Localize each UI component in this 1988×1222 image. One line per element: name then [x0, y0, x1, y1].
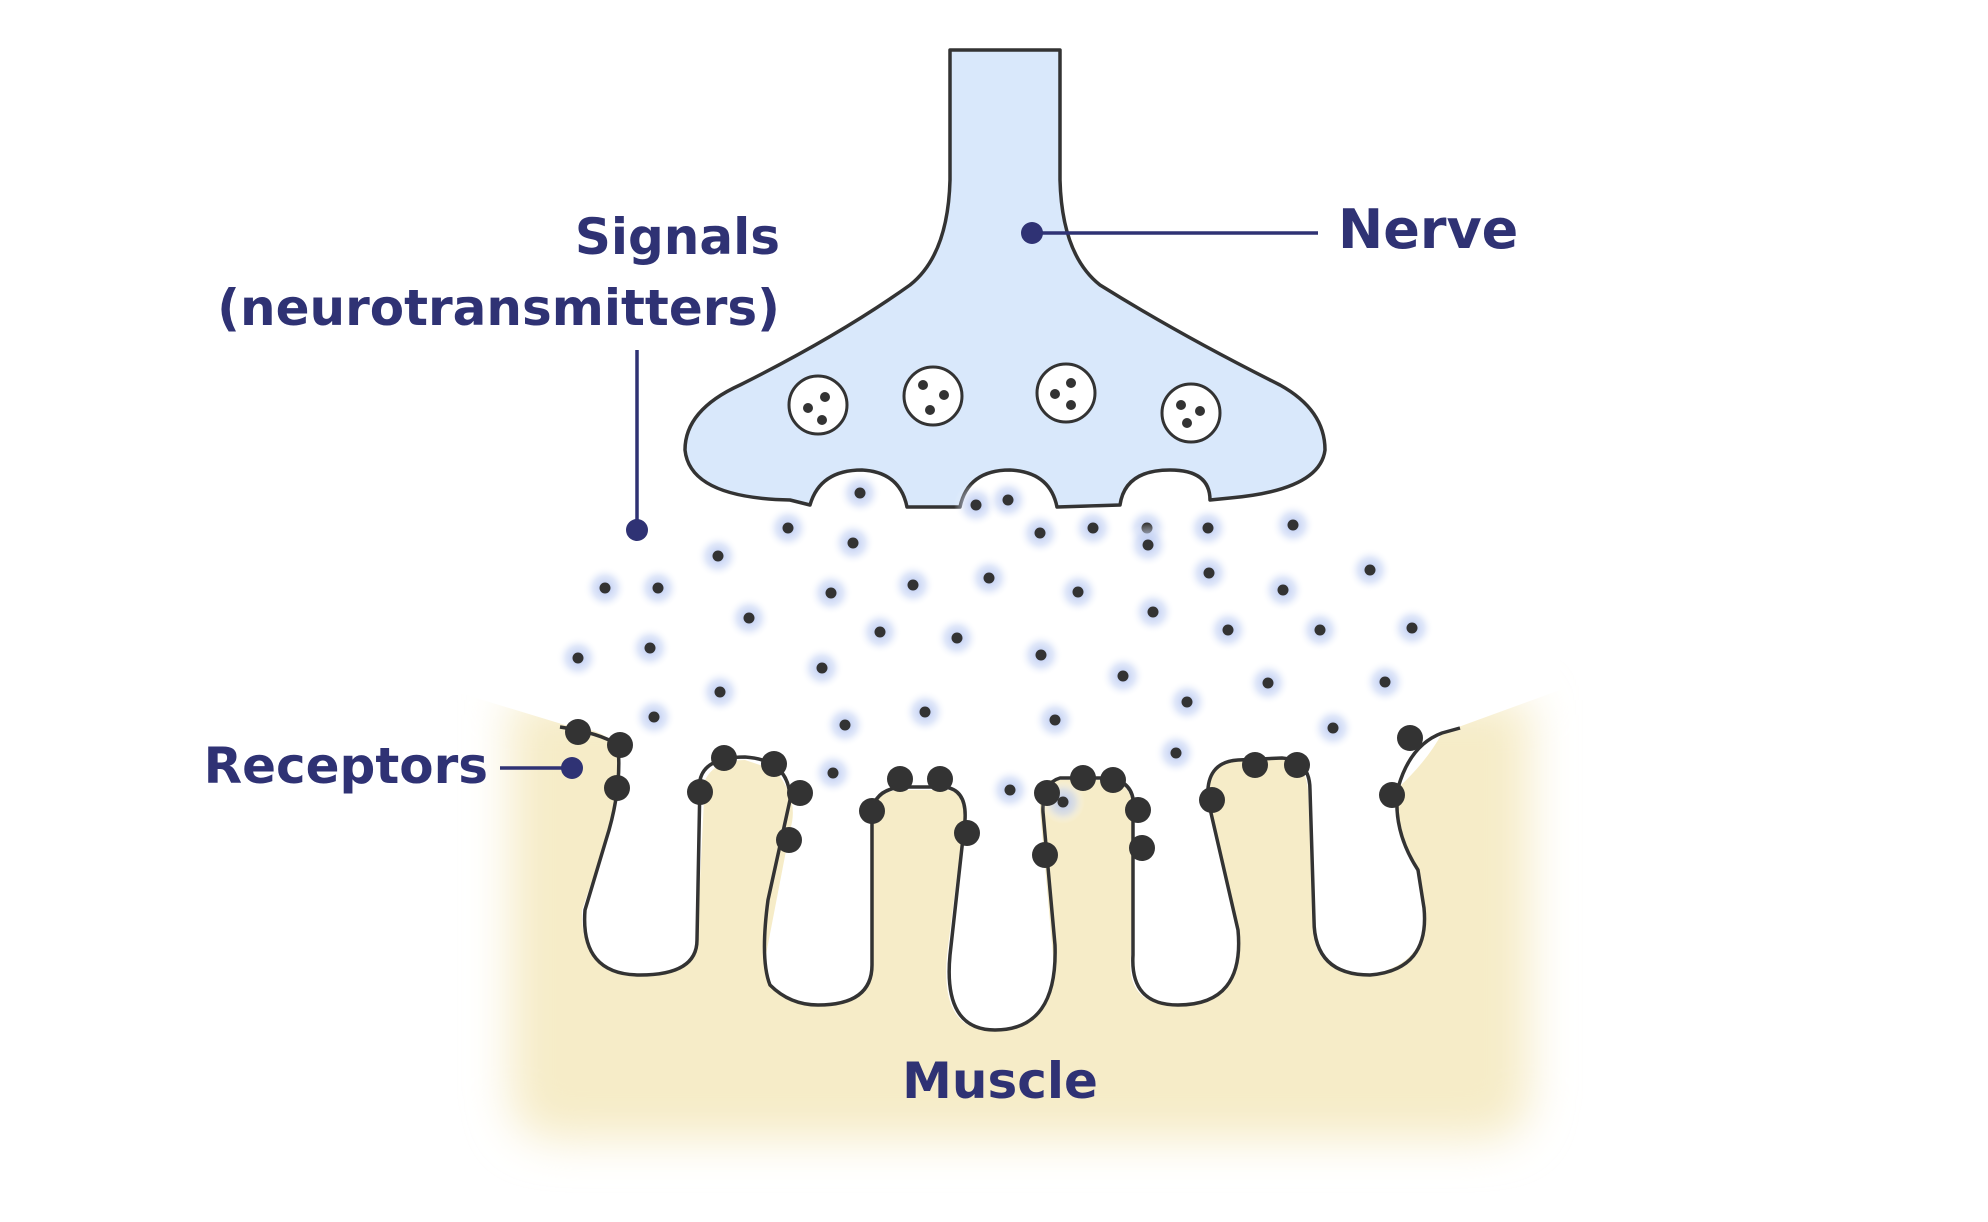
neurotransmitter-particle: [1154, 731, 1198, 775]
receptor: [711, 745, 737, 771]
neurotransmitter-particle: [1298, 608, 1342, 652]
neurotransmitter-particle: [800, 646, 844, 690]
receptor: [887, 766, 913, 792]
neurotransmitter-particle: [1311, 706, 1355, 750]
neurotransmitter-particle: [1261, 568, 1305, 612]
receptor: [1129, 835, 1155, 861]
receptor: [954, 820, 980, 846]
receptor: [1100, 767, 1126, 793]
neurotransmitter-particle: [1101, 654, 1145, 698]
neurotransmitter-particle: [583, 566, 627, 610]
muscle-membrane: [559, 725, 1461, 1032]
neurotransmitter-particle: [556, 636, 600, 680]
receptors-leader-dot: [561, 757, 583, 779]
neurotransmitter-particle: [823, 703, 867, 747]
nerve-leader-dot: [1021, 222, 1043, 244]
muscle: [450, 520, 1560, 1140]
neurotransmitter-particle: [858, 610, 902, 654]
neurotransmitter-particle: [727, 596, 771, 640]
receptor: [776, 827, 802, 853]
neurotransmitter-particle: [811, 751, 855, 795]
receptor: [787, 780, 813, 806]
receptor: [1032, 842, 1058, 868]
neurotransmitter-particle: [632, 695, 676, 739]
neurotransmitter-particle: [1187, 551, 1231, 595]
signals-sublabel: (neurotransmitters): [217, 279, 780, 337]
receptor: [1379, 782, 1405, 808]
neurotransmitter-particle: [1348, 548, 1392, 592]
neurotransmitter-particles: [556, 471, 1434, 824]
neurotransmitter-particle: [1056, 570, 1100, 614]
neurotransmitter-particle: [1071, 506, 1115, 550]
receptor: [1242, 752, 1268, 778]
neurotransmitter-particle: [1271, 503, 1315, 547]
receptor: [1125, 797, 1151, 823]
neurotransmitter-particle: [831, 521, 875, 565]
neurotransmitter-particle: [766, 506, 810, 550]
receptor: [1284, 752, 1310, 778]
neurotransmitter-particle: [1363, 660, 1407, 704]
neurotransmitter-particle: [1018, 511, 1062, 555]
neurotransmitter-particle: [1165, 680, 1209, 724]
nerve-label: Nerve: [1338, 198, 1518, 261]
vesicle: [787, 374, 849, 436]
neurotransmitter-particle: [986, 478, 1030, 522]
receptor: [687, 779, 713, 805]
neurotransmitter-particle: [891, 563, 935, 607]
receptor: [1199, 787, 1225, 813]
nerve: [683, 48, 1327, 509]
receptor: [565, 719, 591, 745]
receptor: [859, 798, 885, 824]
neurotransmitter-particle: [1390, 606, 1434, 650]
neurotransmitter-particle: [967, 556, 1011, 600]
neurotransmitter-particle: [628, 626, 672, 670]
receptor: [927, 766, 953, 792]
neurotransmitter-particle: [636, 566, 680, 610]
signals-leader-dot: [626, 519, 648, 541]
neurotransmitter-particle: [1206, 608, 1250, 652]
neurotransmitter-particle: [1126, 523, 1170, 567]
receptor: [607, 732, 633, 758]
neurotransmitter-particle: [988, 768, 1032, 812]
signals-label: Signals: [575, 208, 780, 266]
neurotransmitter-particle: [935, 616, 979, 660]
receptors: [565, 719, 1423, 868]
neurotransmitter-particle: [1019, 633, 1063, 677]
receptor: [761, 751, 787, 777]
neurotransmitter-particle: [1186, 506, 1230, 550]
receptor: [604, 775, 630, 801]
neurotransmitter-particle: [1033, 698, 1077, 742]
leader-lines: [500, 222, 1318, 779]
receptor: [1070, 765, 1096, 791]
nerve-terminal: [683, 48, 1327, 509]
receptors-label: Receptors: [204, 737, 488, 795]
receptor: [1034, 780, 1060, 806]
neurotransmitter-particle: [838, 471, 882, 515]
neurotransmitter-particle: [1246, 661, 1290, 705]
neurotransmitter-particle: [698, 670, 742, 714]
vesicle: [1035, 362, 1097, 424]
receptor: [1397, 725, 1423, 751]
neurotransmitter-particle: [696, 534, 740, 578]
neurotransmitter-particle: [809, 571, 853, 615]
muscle-label: Muscle: [902, 1052, 1098, 1110]
neurotransmitter-particle: [1131, 590, 1175, 634]
vesicle: [1160, 382, 1222, 444]
vesicle: [902, 365, 964, 427]
neurotransmitter-particle: [903, 690, 947, 734]
